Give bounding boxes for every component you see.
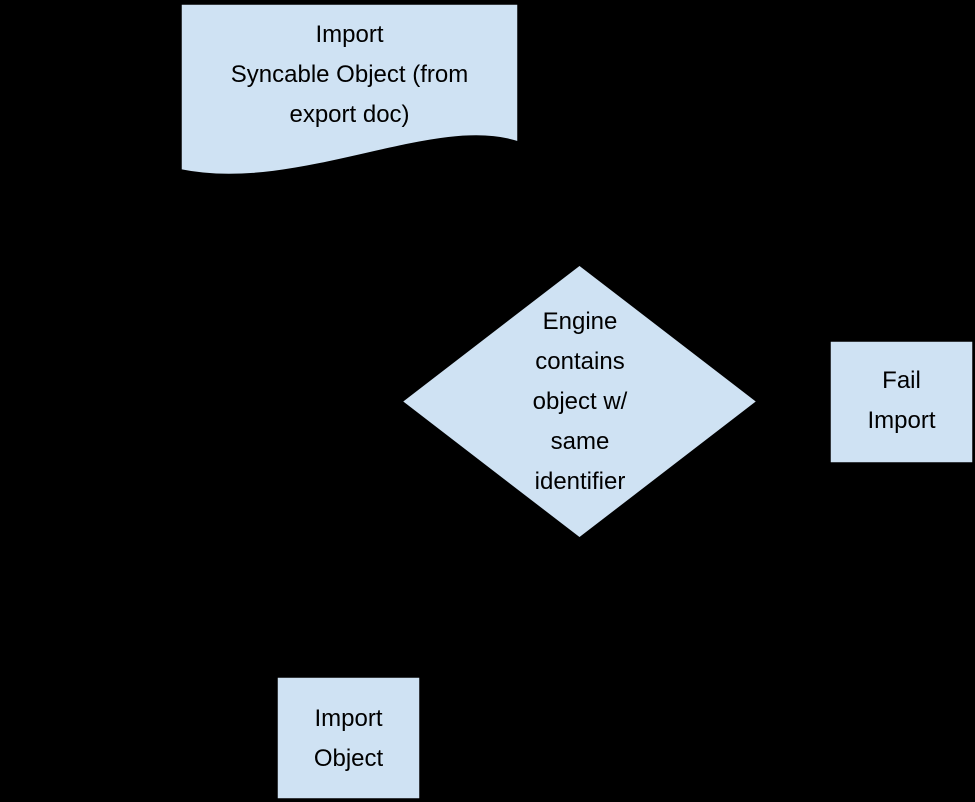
- process-rect-fail-import: [829, 340, 974, 464]
- decision-diamond-engine-contains: [400, 264, 759, 539]
- document-shape-import-syncable: [180, 3, 519, 176]
- node-label-import-object: Import Object: [313, 705, 384, 772]
- node-label-fail-import: Fail Import: [867, 367, 936, 434]
- node-label-import-syncable: Import Syncable Object (from export doc): [230, 21, 469, 128]
- process-rect-import-object: [276, 676, 421, 800]
- node-label-engine-contains: Engine contains object w/ same identifie…: [532, 308, 628, 495]
